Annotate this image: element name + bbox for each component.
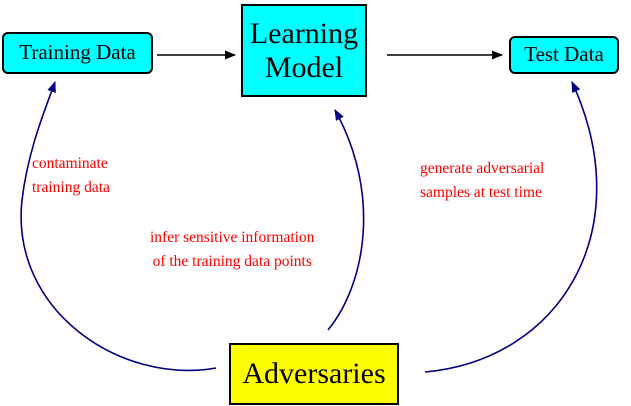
test-data-label: Test Data bbox=[524, 42, 604, 67]
annotation-generate-line-2: samples at test time bbox=[420, 184, 542, 201]
arrow-adversaries-to-test-data bbox=[424, 80, 598, 373]
learning-model-label-line-1: Learning bbox=[249, 16, 359, 50]
annotation-generate-adversarial-samples: generate adversarial samples at test tim… bbox=[420, 157, 544, 205]
annotation-contaminate-line-1: contaminate bbox=[32, 155, 108, 172]
annotation-contaminate-training-data: contaminate training data bbox=[32, 152, 110, 200]
training-data-label: Training Data bbox=[19, 40, 136, 65]
arrow-adversaries-to-training-data bbox=[20, 80, 217, 372]
test-data-box: Test Data bbox=[509, 36, 619, 74]
annotation-generate-line-1: generate adversarial bbox=[420, 160, 545, 177]
learning-model-label-line-2: Model bbox=[264, 50, 344, 84]
annotation-contaminate-line-2: training data bbox=[32, 179, 110, 196]
annotation-infer-line-2: of the training data points bbox=[152, 253, 312, 270]
adversaries-box: Adversaries bbox=[229, 343, 399, 405]
annotation-infer-line-1: infer sensitive information bbox=[150, 229, 315, 246]
arrow-adversaries-to-learning-model bbox=[327, 109, 365, 331]
learning-model-box: Learning Model bbox=[241, 4, 367, 97]
annotation-infer-sensitive-information: infer sensitive information of the train… bbox=[150, 226, 314, 274]
training-data-box: Training Data bbox=[2, 32, 153, 74]
adversaries-label: Adversaries bbox=[242, 357, 386, 391]
